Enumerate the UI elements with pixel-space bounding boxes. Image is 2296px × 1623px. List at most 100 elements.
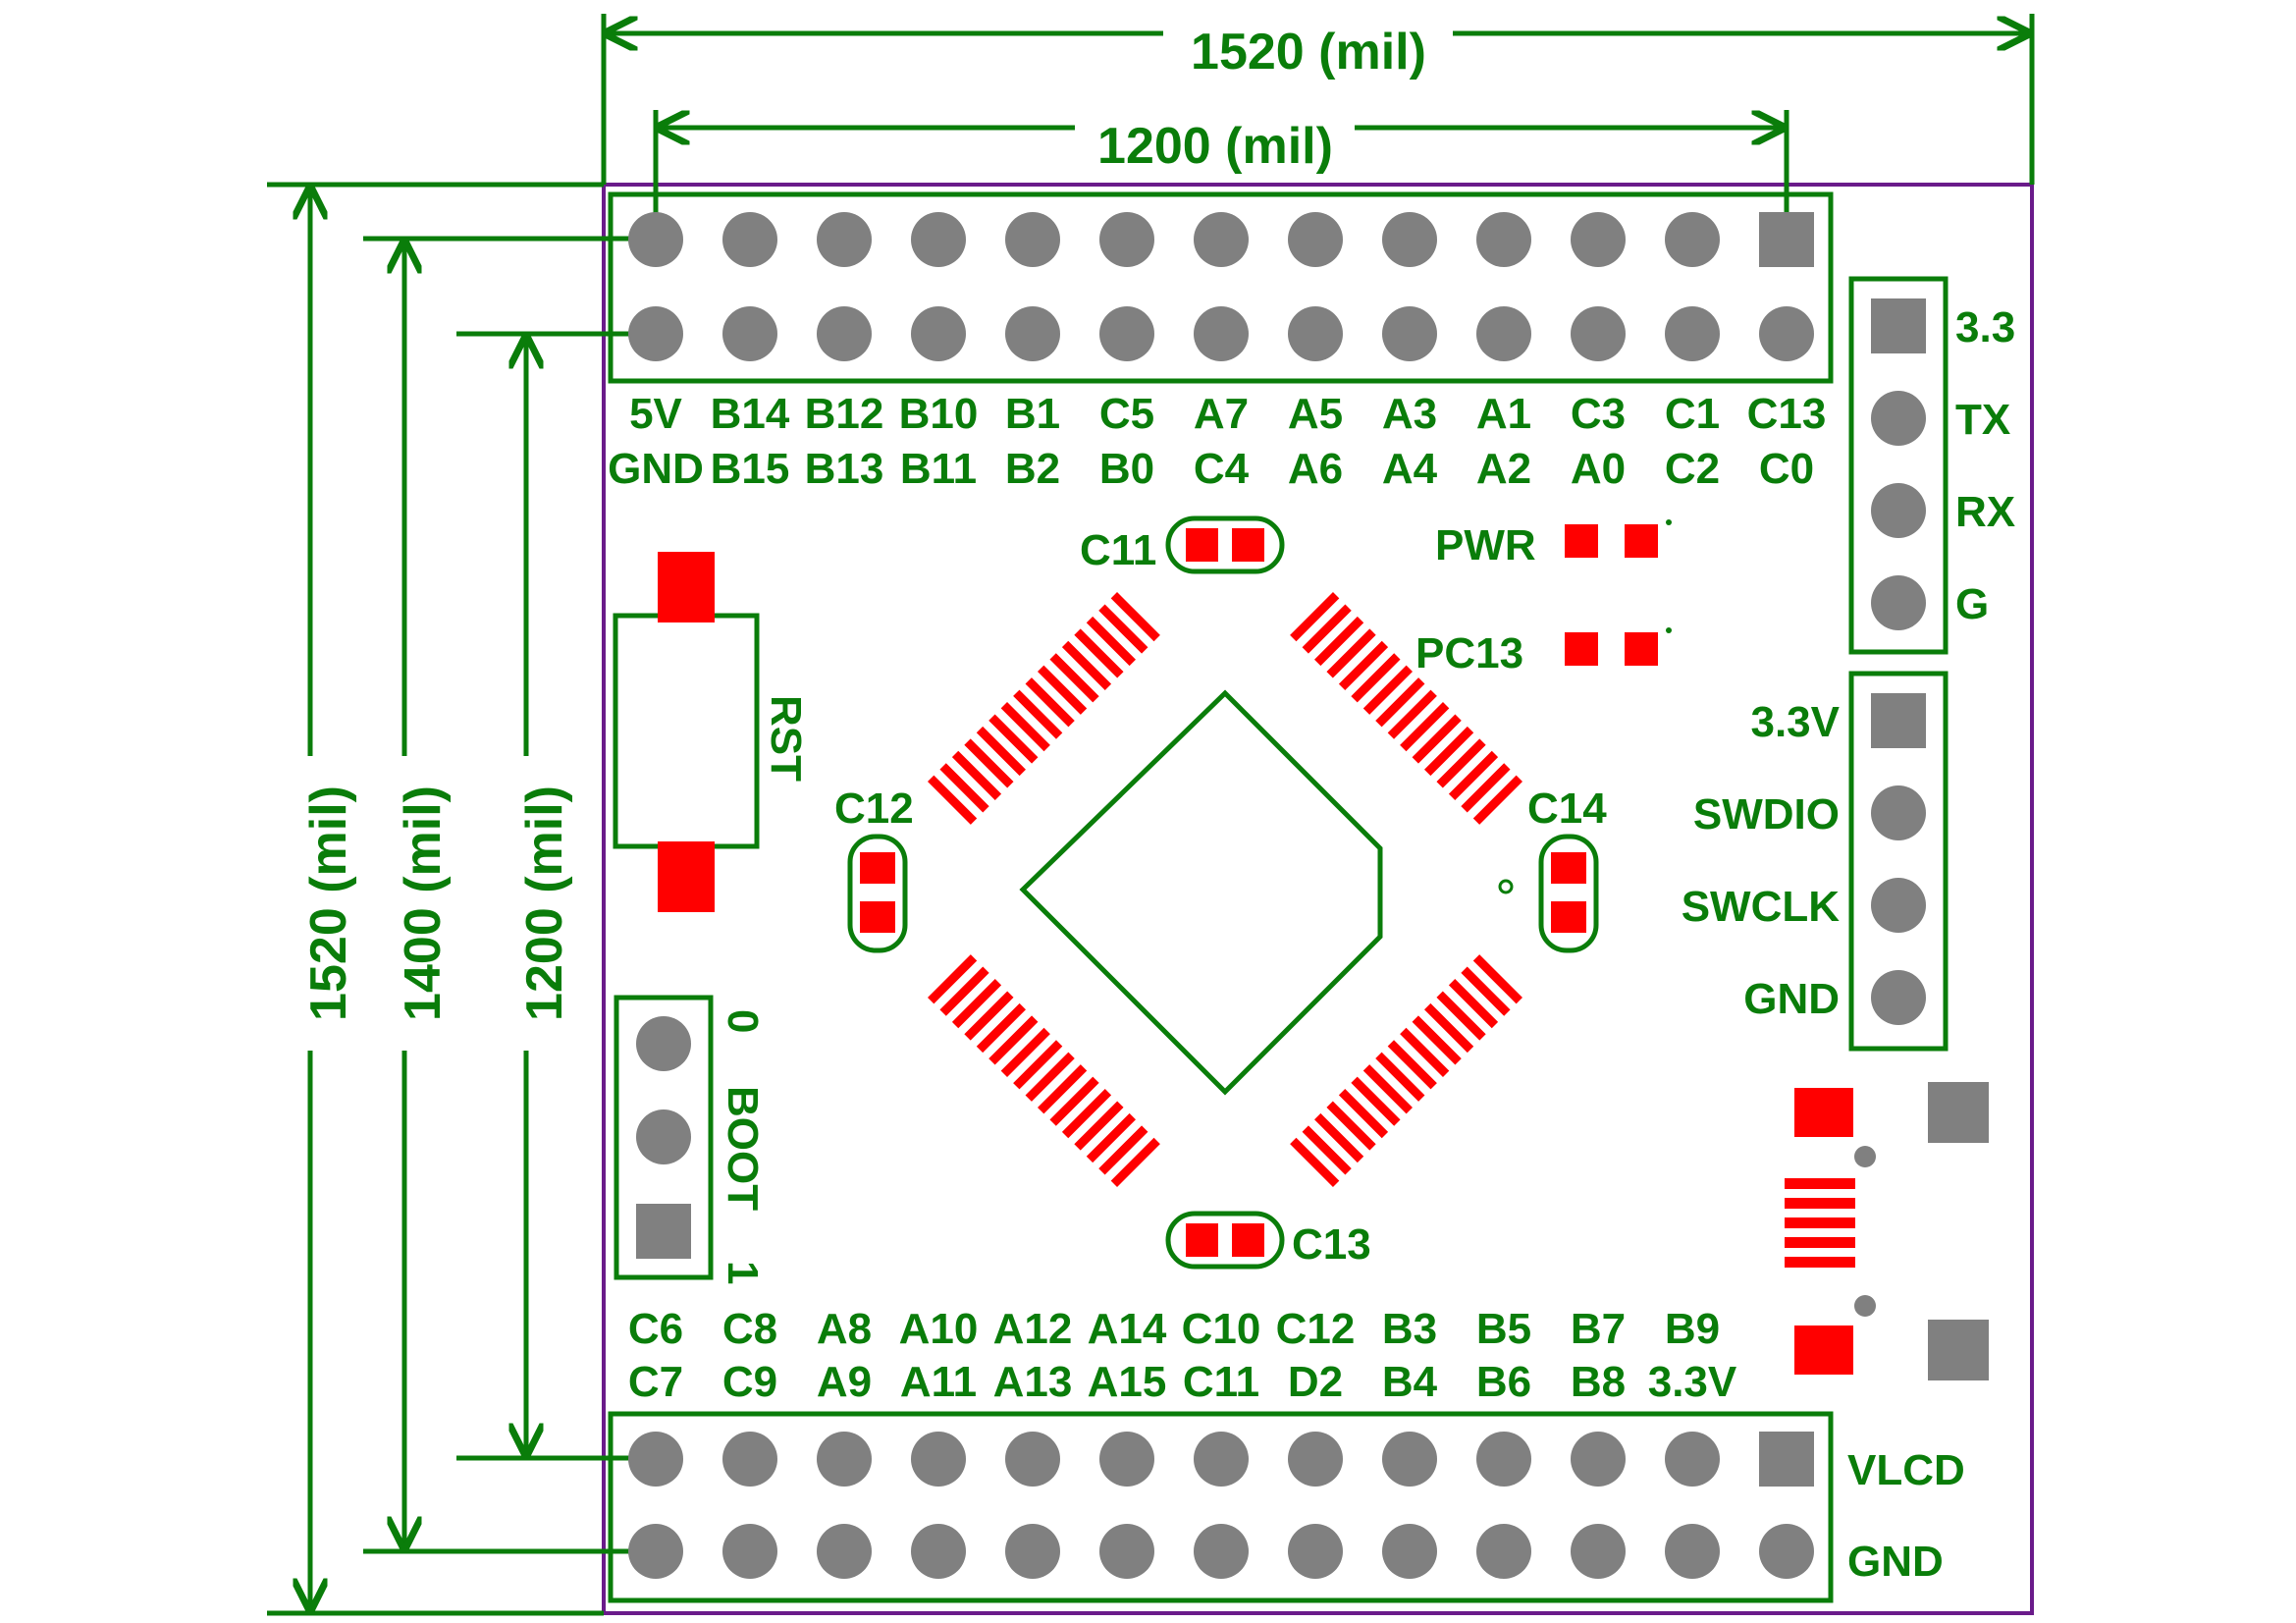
cap-c11 [1165,515,1285,574]
swd-label: 3.3V [1750,698,1840,746]
top-header-pins [628,212,1814,361]
bottom-header-pin [722,1432,777,1487]
mcu-lead [1038,1064,1088,1114]
top-header-pin [911,212,966,267]
bottom-header-pin [911,1524,966,1579]
top-header-pin [1665,306,1720,361]
top-header-label: C2 [1665,445,1720,493]
mcu-chip [928,592,1522,1187]
mcu-pin1-marker [1498,879,1514,894]
mcu-lead [1448,979,1499,1029]
bottom-header-pin [1099,1432,1154,1487]
mcu-lead [1472,775,1522,825]
bottom-header-label: B9 [1665,1305,1720,1353]
mcu-leads [928,592,1522,1187]
uart-label: RX [1955,488,2015,536]
mcu-lead [1436,991,1486,1041]
bottom-header-pin [1194,1432,1249,1487]
bottom-header-pin [1571,1432,1626,1487]
bottom-header-label: B5 [1476,1305,1531,1353]
mcu-lead [1290,1137,1340,1187]
top-header-pin [1571,306,1626,361]
bottom-header-label: A11 [900,1358,977,1406]
mcu-lead [928,775,978,825]
uart-label: TX [1955,396,2010,444]
mcu-lead [939,966,989,1016]
bottom-header-label: C8 [722,1305,777,1353]
top-header-pin [1382,306,1437,361]
top-header-label: C0 [1759,445,1814,493]
top-header-label: B10 [899,390,979,438]
top-header-pin [1759,306,1814,361]
bottom-header-label: A8 [817,1305,872,1353]
mcu-lead [1098,604,1148,654]
mcu-lead [1338,1089,1389,1139]
top-header-label: B2 [1005,445,1060,493]
mcu-lead [988,714,1039,764]
top-header-pin [1382,212,1437,267]
top-header-pin [1005,306,1060,361]
mcu-lead [1448,750,1499,800]
bottom-header-pin [911,1432,966,1487]
bottom-header-label: A14 [1088,1305,1167,1353]
bottom-header-pin [1382,1524,1437,1579]
bottom-header-pins [628,1432,1814,1579]
mcu-lead [1086,1112,1136,1163]
reset-button-label: RST [762,695,810,782]
top-header-label: B0 [1099,445,1154,493]
mcu-lead [951,750,1002,800]
top-header-label: C3 [1571,390,1626,438]
bottom-header-label-vlcd: VLCD [1847,1446,1965,1494]
bottom-header-label-gnd: GND [1847,1538,1944,1586]
crystal-pad [1785,1257,1855,1268]
mcu-lead [976,1002,1026,1054]
led-pwr [1565,519,1672,558]
mcu-lead [1400,702,1450,752]
mcu-lead [1472,954,1522,1004]
mcu-lead [928,954,978,1004]
bottom-header-pin [1099,1524,1154,1579]
dimension-board-height [267,182,604,1616]
top-header-pin [1476,306,1531,361]
dimension-header-inner-span-label: 1200 (mil) [516,785,573,1021]
bottom-header-label: A12 [993,1305,1073,1353]
mcu-lead [1362,1064,1413,1114]
boot-label-1: 1 [719,1261,767,1284]
uart-pin-square [1871,298,1926,353]
bottom-header-label: A10 [899,1305,979,1353]
top-header-label: A3 [1382,390,1437,438]
top-header-pin [722,212,777,267]
crystal-pad [1785,1217,1855,1228]
uart-pin [1871,575,1926,630]
crystal-footprint [1785,1082,1989,1380]
swd-pin [1871,785,1926,840]
mcu-lead [1461,763,1511,813]
top-header-pin [628,212,683,267]
top-header-outline [608,191,1834,384]
cap-c13 [1165,1211,1285,1270]
top-header-label: 5V [629,390,682,438]
led-pc13-label: PC13 [1415,629,1523,677]
crystal-pad [1785,1198,1855,1209]
bottom-header-pin [1476,1524,1531,1579]
swd-header-outline [1848,671,1949,1052]
bottom-header-label: A13 [993,1358,1073,1406]
bottom-header-label: B4 [1382,1358,1438,1406]
mcu-lead [1461,966,1511,1016]
crystal-pad [1785,1237,1855,1248]
mcu-lead [1338,640,1389,690]
mcu-lead [1351,1076,1401,1126]
top-header-label: A1 [1476,390,1531,438]
crystal-pad [1785,1178,1855,1189]
top-header-pin [1005,212,1060,267]
dimension-header-inner-span [456,331,656,1461]
swd-pin-square [1871,693,1926,748]
top-header-pin [1099,212,1154,267]
mcu-lead [1314,616,1364,667]
top-header-pin [1194,306,1249,361]
mcu-lead [1074,1101,1124,1151]
mcu-lead [1412,1015,1462,1065]
dimension-header-row-span [363,236,656,1554]
swd-header-pins [1871,693,1926,1025]
